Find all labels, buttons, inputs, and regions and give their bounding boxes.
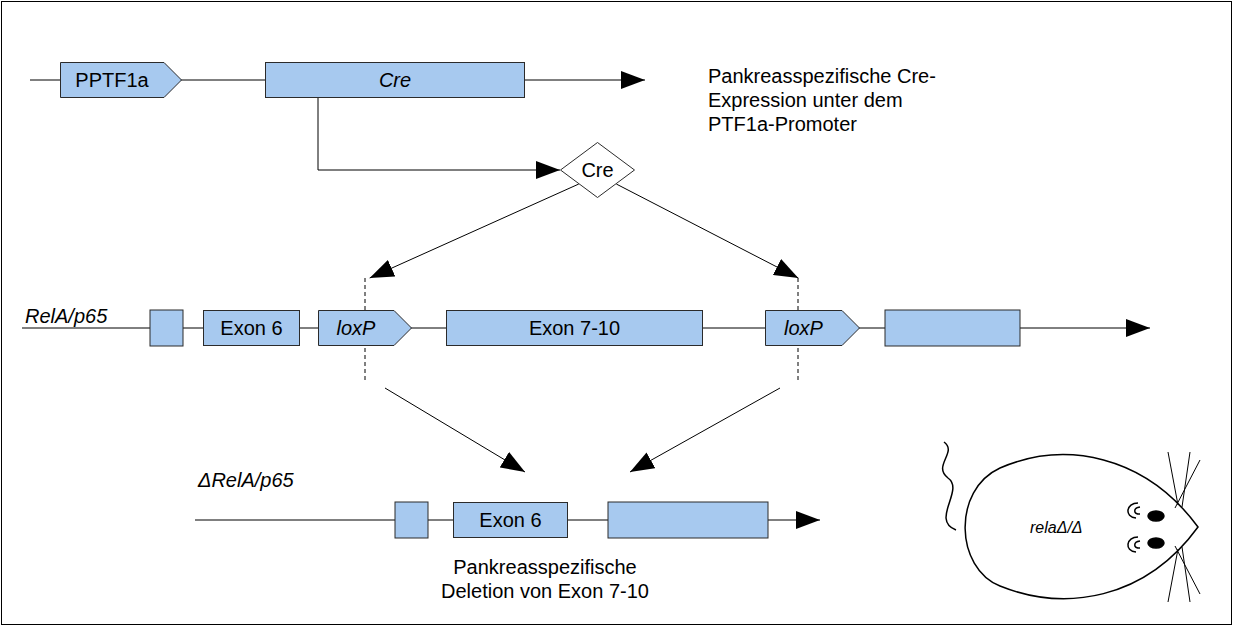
genotype-label: relaΔ/Δ	[1030, 516, 1120, 540]
recombination-arrow	[630, 388, 780, 472]
gene-label: ΔRelA/p65	[198, 468, 348, 492]
caption-text: Pankreasspezifische Deletion von Exon 7-…	[420, 555, 670, 603]
exon-box: Exon 6	[453, 502, 568, 538]
loxp-site: loxP	[318, 310, 412, 346]
mouse-drawing	[943, 442, 1200, 602]
gene-label: RelA/p65	[25, 304, 155, 328]
exon-box	[885, 310, 1020, 346]
node-text: Exon 6	[220, 316, 282, 340]
connector-arrow	[318, 98, 560, 170]
node-text: Exon 6	[479, 508, 541, 532]
node-text: Exon 7-10	[529, 316, 620, 340]
connector-arrow	[616, 184, 798, 278]
gene-box: Cre	[265, 62, 525, 98]
node-text: loxP	[337, 316, 376, 340]
exon-box: Exon 6	[203, 310, 300, 346]
description-text: Pankreasspezifische Cre-Expression unter…	[708, 64, 958, 136]
exon-box	[608, 502, 768, 538]
promoter-box: PPTF1a	[60, 62, 182, 98]
protein-diamond: Cre	[560, 142, 635, 198]
node-text: PPTF1a	[75, 68, 148, 92]
node-text: loxP	[784, 316, 823, 340]
exon-box	[395, 502, 428, 538]
connector-arrow	[370, 184, 579, 278]
node-text: Cre	[581, 158, 613, 182]
loxp-site: loxP	[765, 310, 860, 346]
recombination-arrow	[385, 388, 525, 472]
exon-box	[150, 310, 183, 346]
exon-box: Exon 7-10	[446, 310, 703, 346]
node-text: Cre	[379, 68, 411, 92]
